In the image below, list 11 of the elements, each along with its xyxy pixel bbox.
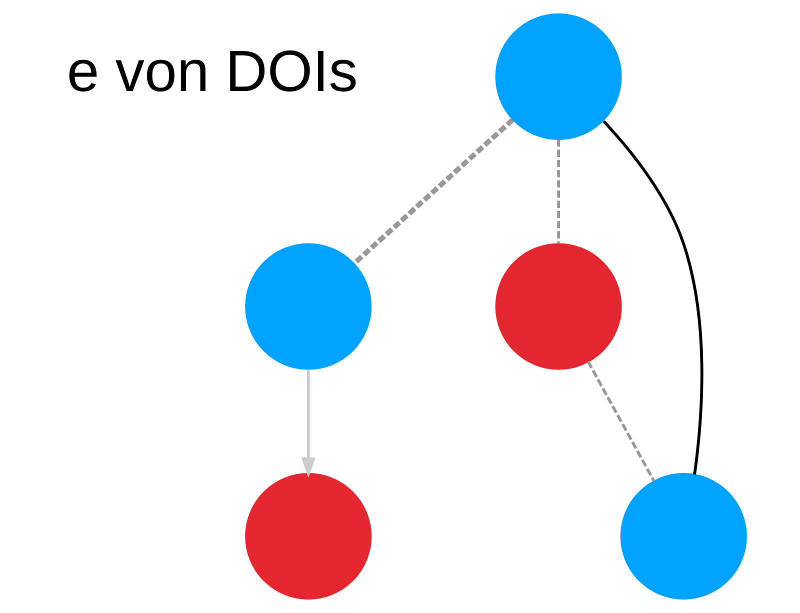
- node-circle: [245, 243, 372, 370]
- node-circle: [495, 13, 622, 140]
- node-circle: [495, 243, 622, 370]
- connector: [352, 118, 514, 266]
- node-circle: [245, 473, 372, 600]
- arrow: [301, 369, 316, 478]
- connector: [586, 361, 656, 482]
- label: e von DOIs: [66, 39, 358, 104]
- node-circle: [620, 473, 747, 600]
- connector: [557, 140, 560, 244]
- connector: [602, 120, 704, 475]
